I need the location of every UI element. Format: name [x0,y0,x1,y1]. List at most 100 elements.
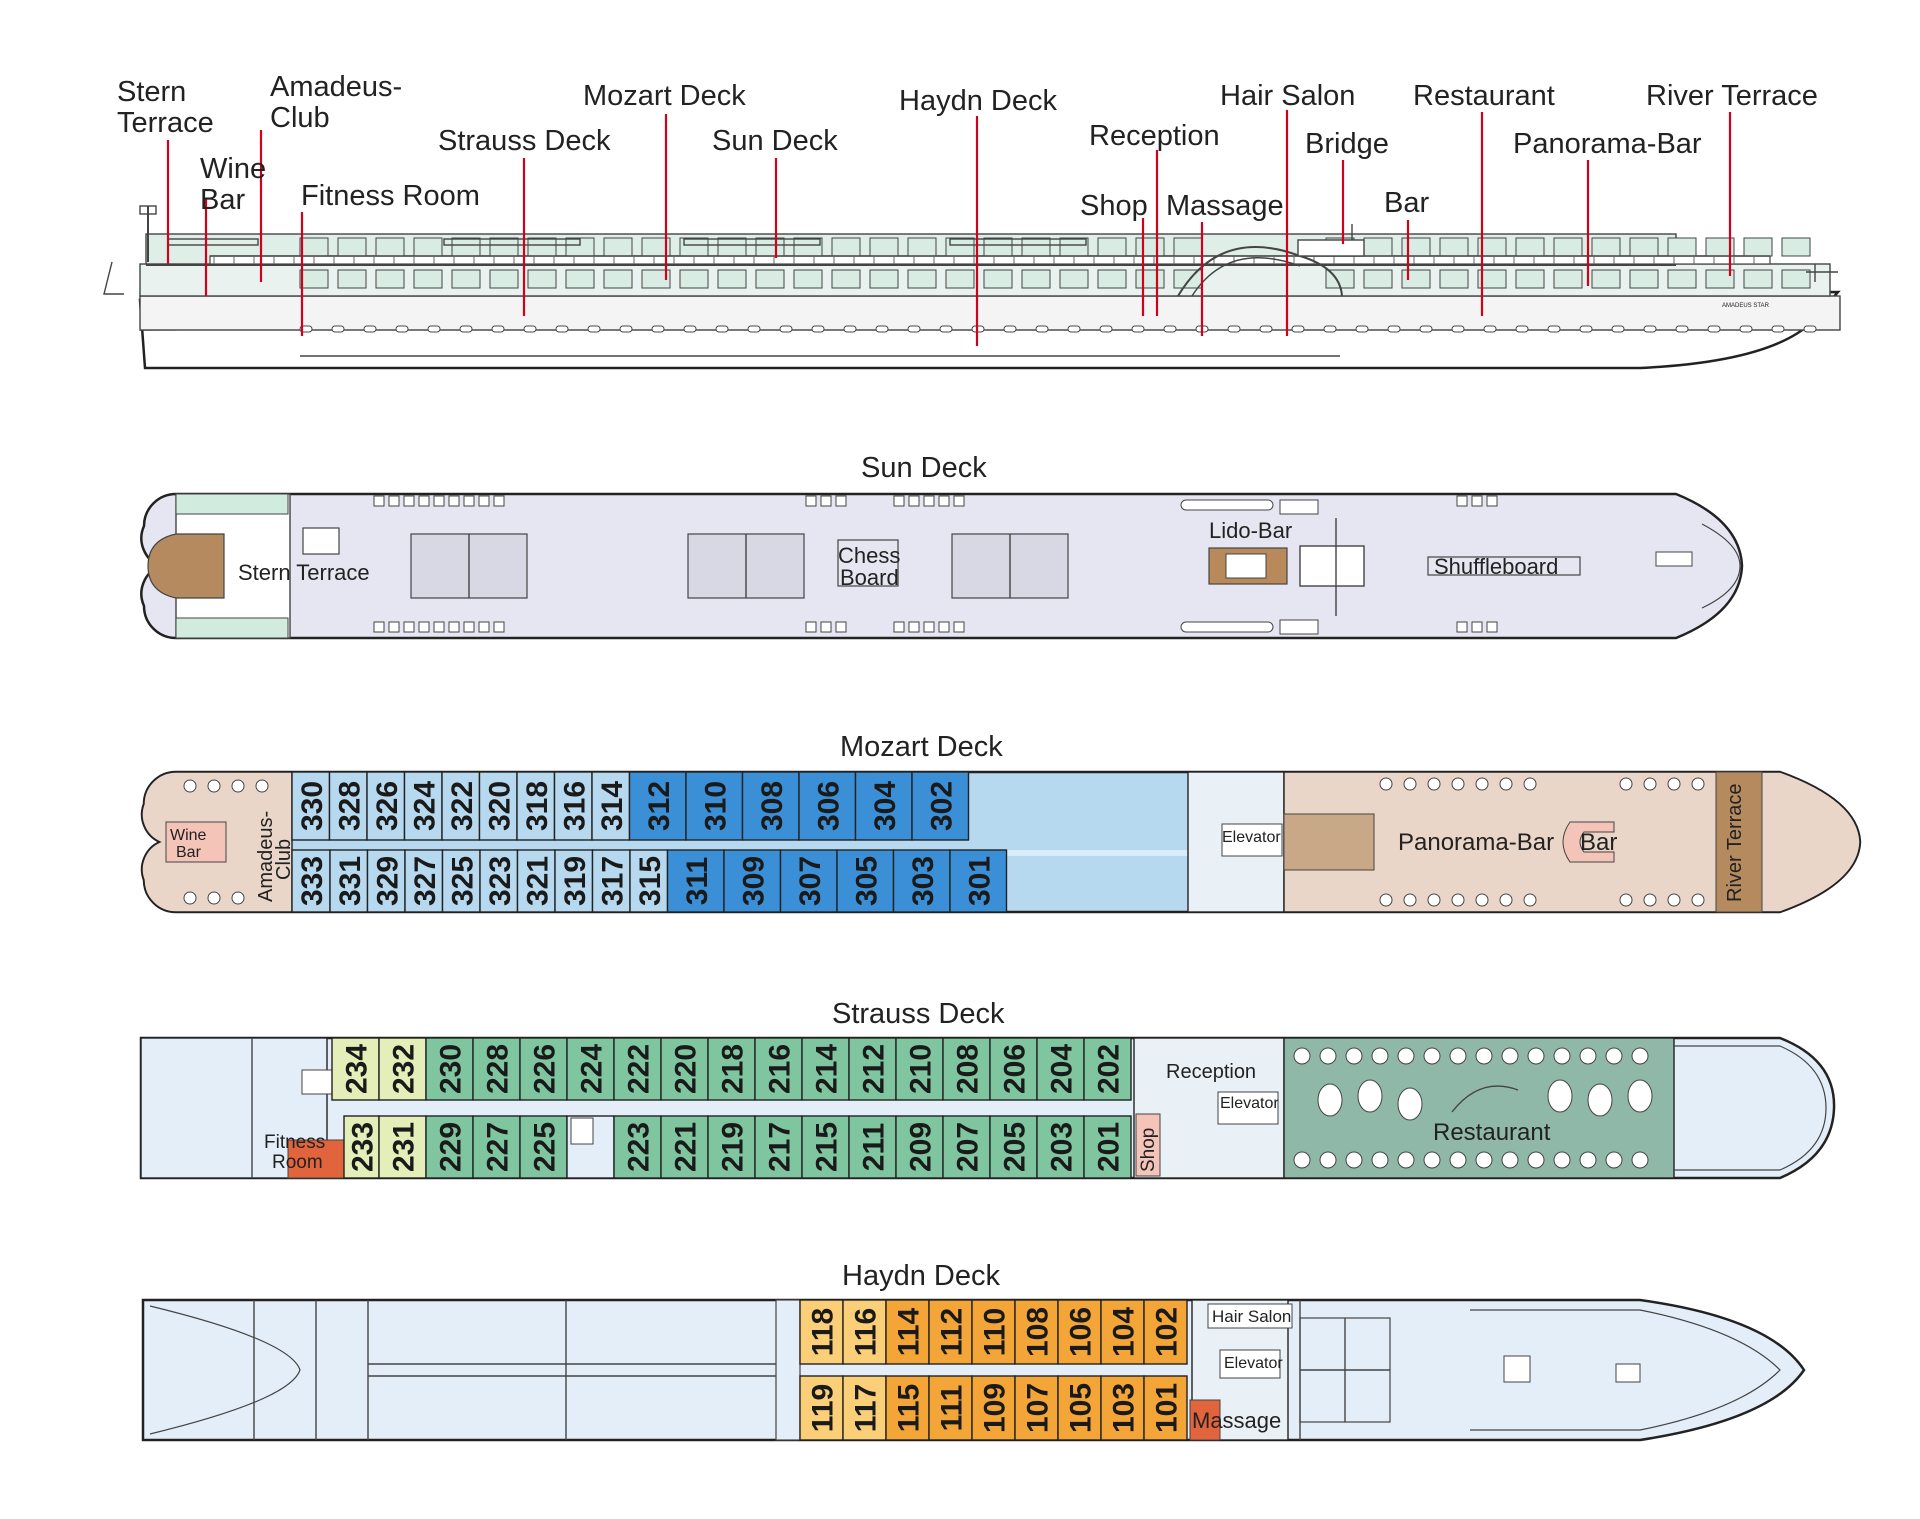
cabin-206[interactable] [989,1037,1038,1101]
sun-deck-stern-seating-bottom [175,617,289,639]
cabin-112[interactable] [928,1299,973,1365]
cabin-324[interactable] [403,771,443,841]
cabin-311[interactable] [666,849,725,913]
mozart-seat [1667,777,1681,791]
cabin-107[interactable] [1014,1375,1059,1441]
cabin-233[interactable] [343,1115,380,1179]
cabin-109[interactable] [971,1375,1016,1441]
cabin-232[interactable] [378,1037,427,1101]
cabin-323[interactable] [479,849,519,913]
cabin-101[interactable] [1143,1375,1188,1441]
cabin-307[interactable] [779,849,838,913]
cabin-315[interactable] [629,849,669,913]
cabin-207[interactable] [942,1115,991,1179]
mozart-club-seat [231,779,245,793]
sun-lounger [820,495,832,507]
cabin-321[interactable] [516,849,556,913]
cabin-201[interactable] [1083,1115,1132,1179]
cabin-204[interactable] [1036,1037,1085,1101]
profile-window-upper [1021,237,1051,257]
cabin-205[interactable] [989,1115,1038,1179]
cabin-104[interactable] [1100,1299,1145,1365]
cabin-224[interactable] [566,1037,615,1101]
cabin-328[interactable] [328,771,368,841]
profile-porthole [1515,325,1529,333]
sun-lounger [388,621,400,633]
cabin-230[interactable] [425,1037,474,1101]
cabin-333[interactable] [291,849,331,913]
cabin-102[interactable] [1143,1299,1188,1365]
cabin-208[interactable] [942,1037,991,1101]
cabin-314[interactable] [591,771,631,841]
cabin-318[interactable] [516,771,556,841]
cabin-222[interactable] [613,1037,662,1101]
cabin-number-224: 224 [576,1044,609,1094]
cabin-305[interactable] [836,849,895,913]
cabin-302[interactable] [911,771,970,841]
cabin-330[interactable] [291,771,331,841]
cabin-number-207: 207 [952,1122,985,1172]
cabin-116[interactable] [842,1299,887,1365]
cabin-211[interactable] [848,1115,897,1179]
profile-window-upper [527,237,557,257]
cabin-203[interactable] [1036,1115,1085,1179]
cabin-317[interactable] [591,849,631,913]
cabin-320[interactable] [478,771,518,841]
cabin-225[interactable] [519,1115,568,1179]
mozart-seat [1451,777,1465,791]
cabin-118[interactable] [799,1299,844,1365]
cabin-110[interactable] [971,1299,1016,1365]
cabin-319[interactable] [554,849,594,913]
profile-window [831,269,861,289]
profile-window [375,269,405,289]
cabin-331[interactable] [329,849,369,913]
cabin-325[interactable] [441,849,481,913]
sun-lounger [493,621,505,633]
cabin-115[interactable] [885,1375,930,1441]
sun-lounger [805,621,817,633]
cabin-111[interactable] [928,1375,973,1441]
cabin-309[interactable] [723,849,782,913]
cabin-210[interactable] [895,1037,944,1101]
cabin-327[interactable] [404,849,444,913]
cabin-228[interactable] [472,1037,521,1101]
cabin-308[interactable] [741,771,800,841]
cabin-310[interactable] [685,771,744,841]
cabin-220[interactable] [660,1037,709,1101]
cabin-number-320: 320 [483,781,516,831]
cabin-301[interactable] [949,849,1008,913]
cabin-119[interactable] [799,1375,844,1441]
cabin-212[interactable] [848,1037,897,1101]
cabin-number-118: 118 [807,1308,840,1356]
cabin-322[interactable] [441,771,481,841]
cabin-229[interactable] [425,1115,474,1179]
cabin-105[interactable] [1057,1375,1102,1441]
cabin-number-101: 101 [1151,1383,1184,1433]
cabin-number-315: 315 [634,856,667,906]
mozart-seat [1499,777,1513,791]
profile-window-upper [1097,237,1127,257]
mozart-seat [1403,893,1417,907]
cabin-234[interactable] [331,1037,380,1101]
cabin-227[interactable] [472,1115,521,1179]
cabin-number-206: 206 [999,1044,1032,1094]
cabin-202[interactable] [1083,1037,1132,1101]
cabin-219[interactable] [707,1115,756,1179]
mozart-seat [1427,777,1441,791]
cabin-316[interactable] [553,771,593,841]
cabin-209[interactable] [895,1115,944,1179]
restaurant-table [1319,1151,1337,1169]
cabin-216[interactable] [754,1037,803,1101]
cabin-number-229: 229 [435,1122,468,1172]
cabin-312[interactable] [628,771,687,841]
cabin-221[interactable] [660,1115,709,1179]
cabin-306[interactable] [798,771,857,841]
profile-porthole [747,325,761,333]
cabin-303[interactable] [892,849,951,913]
cabin-214[interactable] [801,1037,850,1101]
profile-window [1439,269,1469,289]
cabin-304[interactable] [854,771,913,841]
profile-window-upper [1135,237,1165,257]
